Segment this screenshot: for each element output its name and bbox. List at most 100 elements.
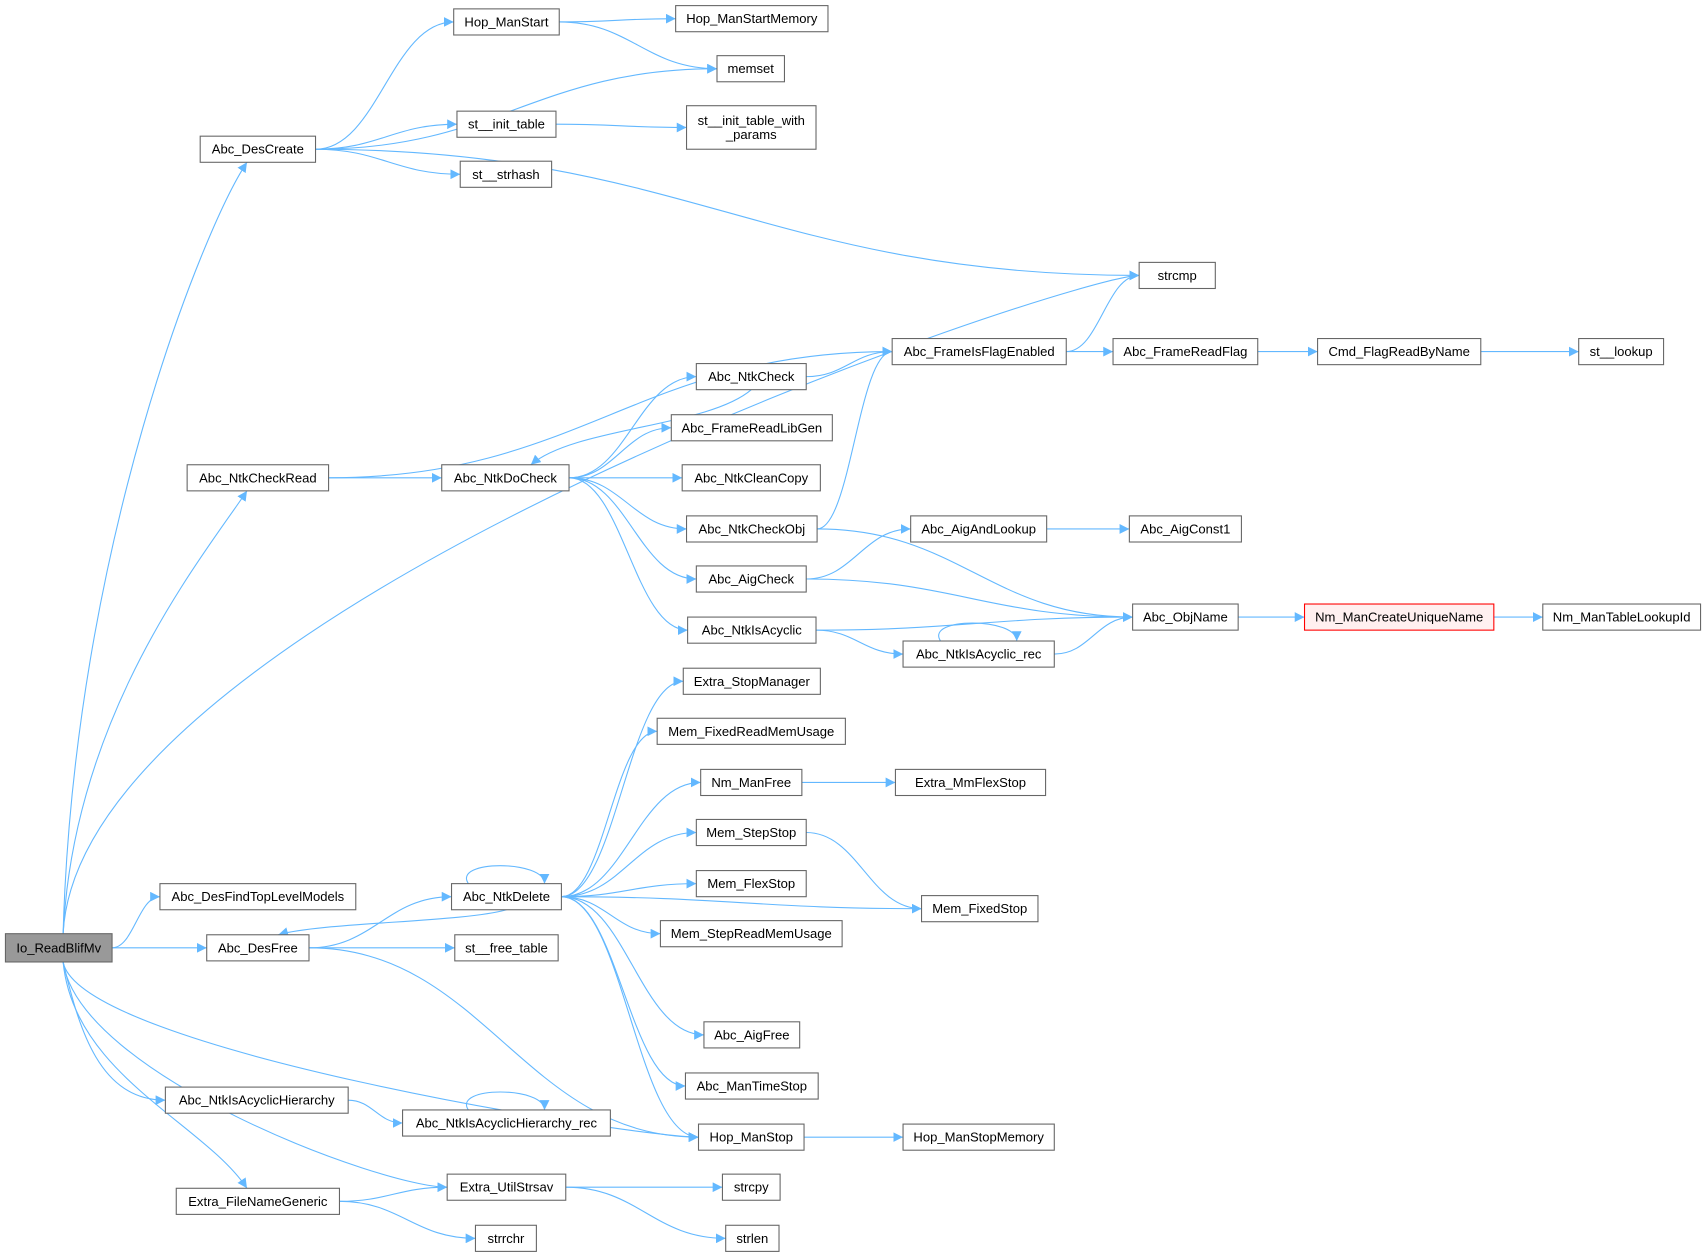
node-label: st__strhash — [472, 167, 539, 182]
node-box — [682, 667, 821, 695]
node-label: Mem_FixedReadMemUsage — [668, 724, 834, 739]
node-obj-name[interactable]: Abc_ObjName — [1132, 603, 1239, 631]
node-box — [454, 934, 559, 962]
node-box — [894, 768, 1047, 797]
node-frame-read-flag[interactable]: Abc_FrameReadFlag — [1112, 338, 1259, 366]
edge-ntk-check-obj-to-frame-is-flag — [817, 346, 893, 530]
node-io[interactable]: Io_ReadBlifMv — [4, 933, 113, 963]
edge-des-create-to-hop-man-start — [315, 17, 454, 150]
edge-hop-man-start-to-memset — [559, 21, 717, 74]
node-label: Abc_NtkCheckObj — [699, 521, 806, 536]
node-st-free-table[interactable]: st__free_table — [454, 934, 559, 962]
edge-des-create-to-st-init-table — [315, 119, 457, 150]
edge-hop-man-start-to-hop-man-start-memory — [559, 13, 676, 24]
node-des-free[interactable]: Abc_DesFree — [206, 934, 310, 962]
node-memset[interactable]: memset — [716, 55, 785, 83]
node-st-init-table-with-params[interactable]: st__init_table_with_params — [685, 105, 817, 150]
node-label: st__free_table — [465, 940, 548, 955]
node-cmd-flag-read[interactable]: Cmd_FlagReadByName — [1317, 338, 1482, 366]
node-man-time-stop[interactable]: Abc_ManTimeStop — [684, 1072, 819, 1100]
node-label: Abc_NtkIsAcyclicHierarchy — [179, 1093, 335, 1108]
node-box — [1303, 603, 1495, 631]
node-hop-man-stop[interactable]: Hop_ManStop — [697, 1123, 805, 1151]
edge-des-free-to-hop-man-stop — [308, 947, 699, 1143]
node-ntk-is-acyclic[interactable]: Abc_NtkIsAcyclic — [687, 616, 817, 644]
node-ntk-is-acyclic-rec[interactable]: Abc_NtkIsAcyclic_rec — [902, 640, 1055, 668]
node-st-strhash[interactable]: st__strhash — [459, 160, 553, 188]
node-frame-is-flag[interactable]: Abc_FrameIsFlagEnabled — [891, 338, 1067, 366]
node-box — [459, 160, 553, 188]
node-extra-file-name-generic[interactable]: Extra_FileNameGeneric — [175, 1187, 341, 1215]
node-box — [703, 1021, 801, 1049]
node-mem-fixed-read-mem-usage[interactable]: Mem_FixedReadMemUsage — [656, 717, 846, 745]
node-mem-flex-stop[interactable]: Mem_FlexStop — [695, 870, 807, 898]
edge-ntk-delete-to-mem-step-stop — [561, 827, 697, 898]
node-strcpy[interactable]: strcpy — [721, 1173, 781, 1201]
node-aig-and-lookup[interactable]: Abc_AigAndLookup — [910, 515, 1048, 543]
node-extra-util-strsav[interactable]: Extra_UtilStrsav — [446, 1173, 567, 1201]
node-mem-fixed-stop[interactable]: Mem_FixedStop — [921, 895, 1039, 923]
node-des-find-top[interactable]: Abc_DesFindTopLevelModels — [159, 883, 357, 911]
node-strlen[interactable]: strlen — [725, 1224, 780, 1252]
edge-ntk-is-acyclic-rec-to-obj-name — [1054, 612, 1133, 655]
node-mem-step-stop[interactable]: Mem_StepStop — [695, 818, 807, 847]
node-label: Abc_NtkDelete — [463, 889, 550, 904]
node-box — [656, 717, 846, 745]
node-ntk-is-acyclic-hier[interactable]: Abc_NtkIsAcyclicHierarchy — [164, 1086, 349, 1114]
node-box — [1128, 515, 1242, 543]
edge-ntk-delete-to-aig-free — [561, 896, 704, 1040]
node-ntk-check[interactable]: Abc_NtkCheck — [695, 363, 807, 391]
node-box — [186, 464, 330, 492]
node-strrchr[interactable]: strrchr — [474, 1224, 537, 1252]
node-frame-read-lib-gen[interactable]: Abc_FrameReadLibGen — [670, 414, 833, 442]
node-ntk-check-obj[interactable]: Abc_NtkCheckObj — [685, 515, 818, 543]
node-label: Abc_FrameReadFlag — [1123, 344, 1247, 359]
node-label: st__init_table — [468, 117, 545, 132]
node-box — [891, 338, 1067, 366]
node-aig-const1[interactable]: Abc_AigConst1 — [1128, 515, 1242, 543]
node-box — [687, 616, 817, 644]
node-st-init-table[interactable]: st__init_table — [456, 110, 557, 138]
node-ntk-do-check[interactable]: Abc_NtkDoCheck — [441, 464, 570, 492]
edge-ntk-delete-to-ntk-delete — [465, 865, 550, 884]
node-box — [700, 768, 803, 797]
node-aig-check[interactable]: Abc_AigCheck — [695, 565, 807, 593]
node-label: Abc_NtkCheckRead — [199, 470, 316, 485]
node-st-lookup[interactable]: st__lookup — [1578, 338, 1665, 366]
edge-ntk-check-to-frame-is-flag — [806, 346, 893, 378]
node-hop-man-start-memory[interactable]: Hop_ManStartMemory — [675, 5, 829, 33]
node-label: Abc_DesFree — [218, 940, 298, 955]
edge-aig-check-to-obj-name — [806, 578, 1133, 622]
edge-ntk-do-check-to-ntk-is-acyclic — [569, 477, 688, 636]
node-ntk-delete[interactable]: Abc_NtkDelete — [450, 883, 562, 911]
edge-io-to-des-find-top — [112, 891, 161, 949]
edge-ntk-delete-to-mem-fixed-read-mem-usage — [561, 726, 658, 898]
node-label: strlen — [736, 1231, 768, 1246]
node-label: Abc_FrameReadLibGen — [681, 420, 822, 435]
edges-layer — [62, 13, 1579, 1244]
node-hop-man-start[interactable]: Hop_ManStart — [453, 8, 560, 36]
node-box — [164, 1086, 349, 1114]
node-extra-stop-manager[interactable]: Extra_StopManager — [682, 667, 821, 695]
node-box — [675, 5, 829, 33]
edge-io-to-des-create — [62, 161, 248, 934]
node-nm-man-free[interactable]: Nm_ManFree — [700, 768, 803, 797]
node-aig-free[interactable]: Abc_AigFree — [703, 1021, 801, 1049]
edge-io-to-strcmp — [62, 270, 1140, 934]
node-strcmp[interactable]: strcmp — [1138, 261, 1216, 290]
node-ntk-is-acyclic-hier-rec[interactable]: Abc_NtkIsAcyclicHierarchy_rec — [402, 1109, 611, 1137]
edge-ntk-delete-to-nm-man-free — [561, 777, 701, 898]
node-ntk-clean-copy[interactable]: Abc_NtkCleanCopy — [681, 464, 821, 492]
node-ntk-check-read[interactable]: Abc_NtkCheckRead — [186, 464, 330, 492]
edge-ntk-delete-to-mem-step-read-mem-usage — [561, 896, 661, 939]
node-mem-step-read-mem-usage[interactable]: Mem_StepReadMemUsage — [659, 920, 843, 948]
edge-io-to-extra-file-name-generic — [62, 961, 248, 1189]
node-nm-man-create[interactable]: Nm_ManCreateUniqueName — [1303, 603, 1495, 631]
node-hop-man-stop-memory[interactable]: Hop_ManStopMemory — [902, 1123, 1055, 1151]
node-nm-man-table-lookup-id[interactable]: Nm_ManTableLookupId — [1542, 603, 1702, 631]
node-extra-mm-flex-stop[interactable]: Extra_MmFlexStop — [894, 768, 1047, 797]
node-des-create[interactable]: Abc_DesCreate — [199, 135, 317, 163]
node-box — [695, 870, 807, 898]
node-box — [695, 363, 807, 391]
